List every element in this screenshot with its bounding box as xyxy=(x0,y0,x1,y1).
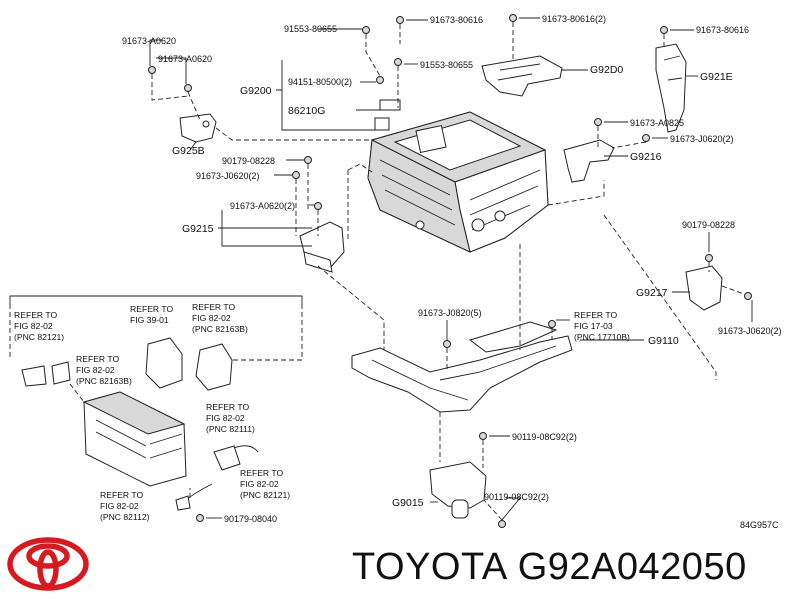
refer-blocks: REFER TO FIG 82-02 (PNC 82121) REFER TO … xyxy=(14,302,630,522)
refer-block-5: REFER TO FIG 82-02 (PNC 82111) xyxy=(206,402,255,434)
callout-g9215: G9215 xyxy=(182,223,214,235)
callout-g9217: G9217 xyxy=(636,287,668,299)
callout-91673-j0620-2c: 91673-J0620(2) xyxy=(718,326,782,336)
callout-91673-80616-a: 91673-80616 xyxy=(430,15,483,25)
bracket-g9217-drawing xyxy=(685,265,723,311)
diagram-code: 84G957C xyxy=(740,520,779,530)
callout-91553-80655-b: 91553-80655 xyxy=(420,60,473,70)
leader-lines xyxy=(149,17,753,521)
callout-labels: 91673-A0620 91673-A0620 91553-80655 9167… xyxy=(122,14,782,524)
callout-91673-j0820-5: 91673-J0820(5) xyxy=(418,308,482,318)
callout-91673-80616-b: 91673-80616 xyxy=(696,25,749,35)
callout-91673-a0620-a: 91673-A0620 xyxy=(122,36,176,46)
callout-g92d0: G92D0 xyxy=(590,64,623,76)
refer-block-8: REFER TO FIG 17-03 (PNC 17710B) xyxy=(574,310,630,342)
bracket-g9215-drawing xyxy=(299,221,345,273)
callout-g925b: G925B xyxy=(172,145,205,157)
bracket-g9015-drawing xyxy=(429,461,487,519)
callout-90179-08228-a: 90179-08228 xyxy=(222,156,275,166)
callout-91553-80655-a: 91553-80655 xyxy=(284,24,337,34)
part-number: G92A042050 xyxy=(517,546,747,588)
refer-block-2: REFER TO FIG 82-02 (PNC 82163B) xyxy=(76,354,132,386)
callout-90119-08c92: 90119-08C92(2) xyxy=(512,432,577,442)
assembly-dashed-lines xyxy=(9,22,745,521)
callout-g9015: G9015 xyxy=(392,497,424,509)
bracket-g925b-drawing xyxy=(179,113,217,143)
callout-90179-08040: 90179-08040 xyxy=(224,514,277,524)
callout-91673-j0620-2a: 91673-J0620(2) xyxy=(670,134,734,144)
bracket-g9216-drawing xyxy=(563,139,615,183)
callout-91673-a0620-2: 91673-A0620(2) xyxy=(230,201,295,211)
callout-90119-08c92-b: 90119-08C92(2) xyxy=(484,492,549,502)
bracket-g921e-drawing xyxy=(655,43,687,133)
bolt-icons xyxy=(148,14,752,528)
callout-90179-08228-b: 90179-08228 xyxy=(682,220,735,230)
bracket-g92d0-drawing xyxy=(481,55,563,97)
left-inset-frame xyxy=(9,295,303,304)
callout-g9200: G9200 xyxy=(240,85,272,97)
crossmember-g9110-drawing xyxy=(351,321,573,413)
callout-86210g: 86210G xyxy=(288,105,325,117)
refer-block-1: REFER TO FIG 82-02 (PNC 82121) xyxy=(14,310,64,342)
refer-block-6: REFER TO FIG 82-02 (PNC 82121) xyxy=(240,468,290,500)
callout-g9216: G9216 xyxy=(630,151,662,163)
callout-94151-80500: 94151-80500(2) xyxy=(288,77,352,87)
callout-91673-80616-2: 91673-80616(2) xyxy=(542,14,606,24)
callout-g9110: G9110 xyxy=(648,335,679,347)
toyota-logo-icon xyxy=(7,537,89,591)
refer-block-3: REFER TO FIG 39-01 xyxy=(130,304,176,325)
left-inset-module-drawing xyxy=(21,337,259,511)
refer-block-7: REFER TO FIG 82-02 (PNC 82112) xyxy=(100,490,150,522)
callout-91673-a0620-b: 91673-A0620 xyxy=(158,54,212,64)
inverter-assembly-drawing xyxy=(367,99,549,253)
callout-91673-j0620-2b: 91673-J0620(2) xyxy=(196,171,260,181)
refer-block-4: REFER TO FIG 82-02 (PNC 82163B) xyxy=(192,302,248,334)
callout-91673-a0825: 91673-A0825 xyxy=(630,118,684,128)
brand-name: TOYOTA xyxy=(352,546,508,588)
callout-g921e: G921E xyxy=(700,71,733,83)
